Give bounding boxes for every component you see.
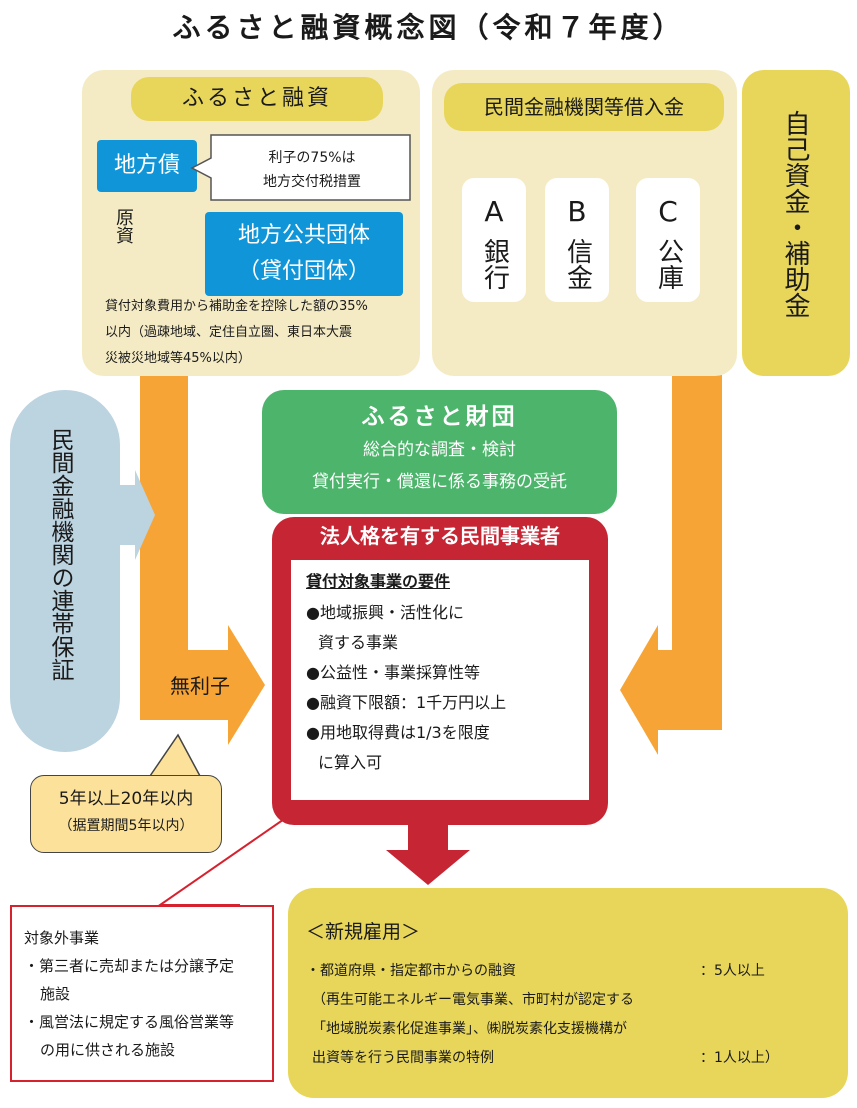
bank-letter: B bbox=[567, 195, 587, 228]
bank-kind: 信金 bbox=[562, 238, 593, 290]
requirements-list: ●地域振興・活性化に 資する事業 ●公益性・事業採算性等 ●融資下限額：1千万円… bbox=[306, 598, 586, 778]
employment-title: ＜新規雇用＞ bbox=[306, 921, 421, 943]
bank-card-a: A 銀行 bbox=[462, 178, 526, 302]
down-red-arrow bbox=[386, 825, 470, 885]
employment-line-3: 「地域脱炭素化促進事業」、㈱脱炭素化支援機構が bbox=[312, 1021, 627, 1037]
callout-text: 利子の75%は 地方交付税措置 bbox=[212, 146, 412, 194]
local-gov-box: 地方公共団体 （貸付団体） bbox=[205, 212, 403, 296]
speech-callout-icon bbox=[190, 134, 411, 201]
excluded-box: 対象外事業 ・第三者に売却または分譲予定 施設 ・風営法に規定する風俗営業等 の… bbox=[10, 905, 274, 1082]
requirement-line: に算入可 bbox=[318, 753, 383, 772]
requirement-line: ●用地取得費は1/3を限度 bbox=[306, 723, 490, 742]
bank-letter: A bbox=[484, 195, 504, 228]
excluded-line: 施設 bbox=[40, 985, 71, 1003]
left-orange-arrow bbox=[140, 370, 265, 745]
requirement-line: ●地域振興・活性化に bbox=[306, 603, 464, 622]
requirement-line: ●公益性・事業採算性等 bbox=[306, 663, 480, 682]
callout-line-1: 利子の75%は bbox=[268, 150, 356, 166]
furusato-loan-label: ふるさと融資 bbox=[131, 77, 383, 121]
employment-line-4-value: ：1人以上） bbox=[700, 1050, 779, 1066]
term-callout-tail bbox=[148, 733, 202, 777]
bank-card-b: B 信金 bbox=[545, 178, 609, 302]
business-header: 法人格を有する民間事業者 bbox=[320, 524, 560, 548]
bank-letter: C bbox=[658, 195, 678, 228]
foundation-box: ふるさと財団 総合的な調査・検討 貸付実行・償還に係る事務の受託 bbox=[262, 390, 617, 514]
callout-line-2: 地方交付税措置 bbox=[263, 174, 361, 190]
term-line-2: （据置期間5年以内） bbox=[58, 818, 194, 834]
note-line-2: 以内（過疎地域、定住自立圏、東日本大震 bbox=[105, 325, 353, 340]
term-callout: 5年以上20年以内 （据置期間5年以内） bbox=[30, 775, 222, 853]
requirements-panel bbox=[291, 560, 589, 800]
guarantee-panel bbox=[10, 390, 120, 752]
foundation-line-2: 貸付実行・償還に係る事務の受託 bbox=[312, 472, 567, 492]
self-funds-label: 自己資金・補助金 bbox=[780, 110, 810, 318]
chihosai-box: 地方債 bbox=[97, 140, 197, 192]
local-gov-line-2: （貸付団体） bbox=[237, 259, 370, 284]
private-loan-label: 民間金融機関等借入金 bbox=[444, 83, 724, 131]
bank-kind: 公庫 bbox=[653, 238, 684, 290]
bank-kind: 銀行 bbox=[479, 238, 510, 290]
requirement-line: ●融資下限額：1千万円以上 bbox=[306, 693, 507, 712]
term-line-1: 5年以上20年以内 bbox=[58, 789, 194, 809]
excluded-line: ・風営法に規定する風俗営業等 bbox=[24, 1013, 235, 1031]
employment-box bbox=[288, 888, 848, 1098]
excluded-title: 対象外事業 bbox=[24, 929, 100, 947]
employment-line-4: 出資等を行う民間事業の特例 bbox=[312, 1050, 494, 1066]
local-gov-line-1: 地方公共団体 bbox=[237, 223, 370, 248]
requirements-title: 貸付対象事業の要件 bbox=[306, 572, 451, 591]
requirement-line: 資する事業 bbox=[318, 633, 399, 652]
employment-line-2: （再生可能エネルギー電気事業、市町村が認定する bbox=[312, 992, 634, 1008]
foundation-name: ふるさと財団 bbox=[361, 404, 518, 430]
foundation-line-1: 総合的な調査・検討 bbox=[363, 440, 516, 460]
note-line-1: 貸付対象費用から補助金を控除した額の35% bbox=[105, 299, 368, 314]
excluded-line: の用に供される施設 bbox=[40, 1041, 176, 1059]
genshi-label: 原資 bbox=[113, 208, 134, 244]
loan-ratio-note: 貸付対象費用から補助金を控除した額の35% 以内（過疎地域、定住自立圏、東日本大… bbox=[105, 294, 417, 372]
no-interest-label: 無利子 bbox=[170, 674, 230, 698]
guarantee-label: 民間金融機関の連帯保証 bbox=[47, 428, 73, 681]
bank-card-c: C 公庫 bbox=[636, 178, 700, 302]
page-title: ふるさと融資概念図（令和７年度） bbox=[172, 11, 685, 44]
employment-line-1: ・都道府県・指定都市からの融資 bbox=[306, 963, 516, 979]
employment-line-1-value: ：5人以上 bbox=[700, 963, 765, 979]
excluded-line: ・第三者に売却または分譲予定 bbox=[24, 957, 235, 975]
right-orange-arrow bbox=[620, 375, 722, 755]
guarantee-arrow bbox=[120, 470, 155, 560]
note-line-3: 災被災地域等45%以内） bbox=[105, 351, 251, 366]
self-funds-panel bbox=[742, 70, 850, 376]
